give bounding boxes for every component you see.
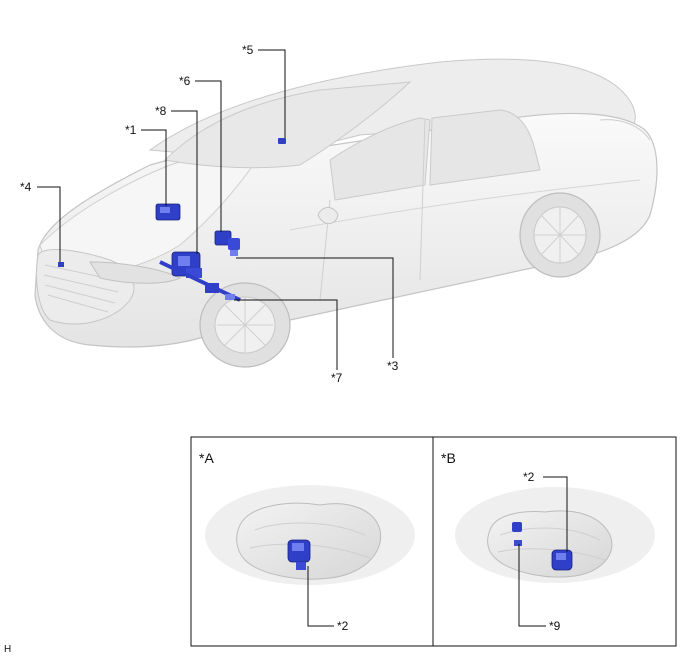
corner-mark: H xyxy=(4,644,11,655)
panel-a-label: *A xyxy=(199,450,214,466)
callout-6: *6 xyxy=(179,74,191,88)
component-6 xyxy=(214,230,240,256)
component-7 xyxy=(159,260,241,302)
component-4 xyxy=(58,262,64,267)
callout-5: *5 xyxy=(242,43,254,57)
leader-lines xyxy=(37,49,394,370)
callout-8: *8 xyxy=(155,104,167,118)
callout-4: *4 xyxy=(20,180,32,194)
rear-wheel xyxy=(519,192,601,278)
component-5 xyxy=(278,138,286,144)
inset-panels: *A *B *2 *2 xyxy=(190,436,677,647)
callout-2-b: *2 xyxy=(523,470,535,484)
callout-9: *9 xyxy=(549,619,561,633)
callout-7: *7 xyxy=(331,371,343,385)
panel-b-label: *B xyxy=(441,450,456,466)
components xyxy=(58,138,286,302)
callout-1: *1 xyxy=(125,123,137,137)
callout-3: *3 xyxy=(387,359,399,373)
panel-a-illustration: *2 xyxy=(205,485,415,633)
callout-2-a: *2 xyxy=(337,619,349,633)
callout-labels: *1 *4 *5 *6 *8 *3 *7 xyxy=(20,43,399,385)
component-9 xyxy=(512,522,522,532)
component-1 xyxy=(155,203,181,221)
car-illustration xyxy=(34,58,658,368)
panel-b-illustration: *2 *9 xyxy=(455,470,655,633)
front-wheel xyxy=(199,282,291,368)
